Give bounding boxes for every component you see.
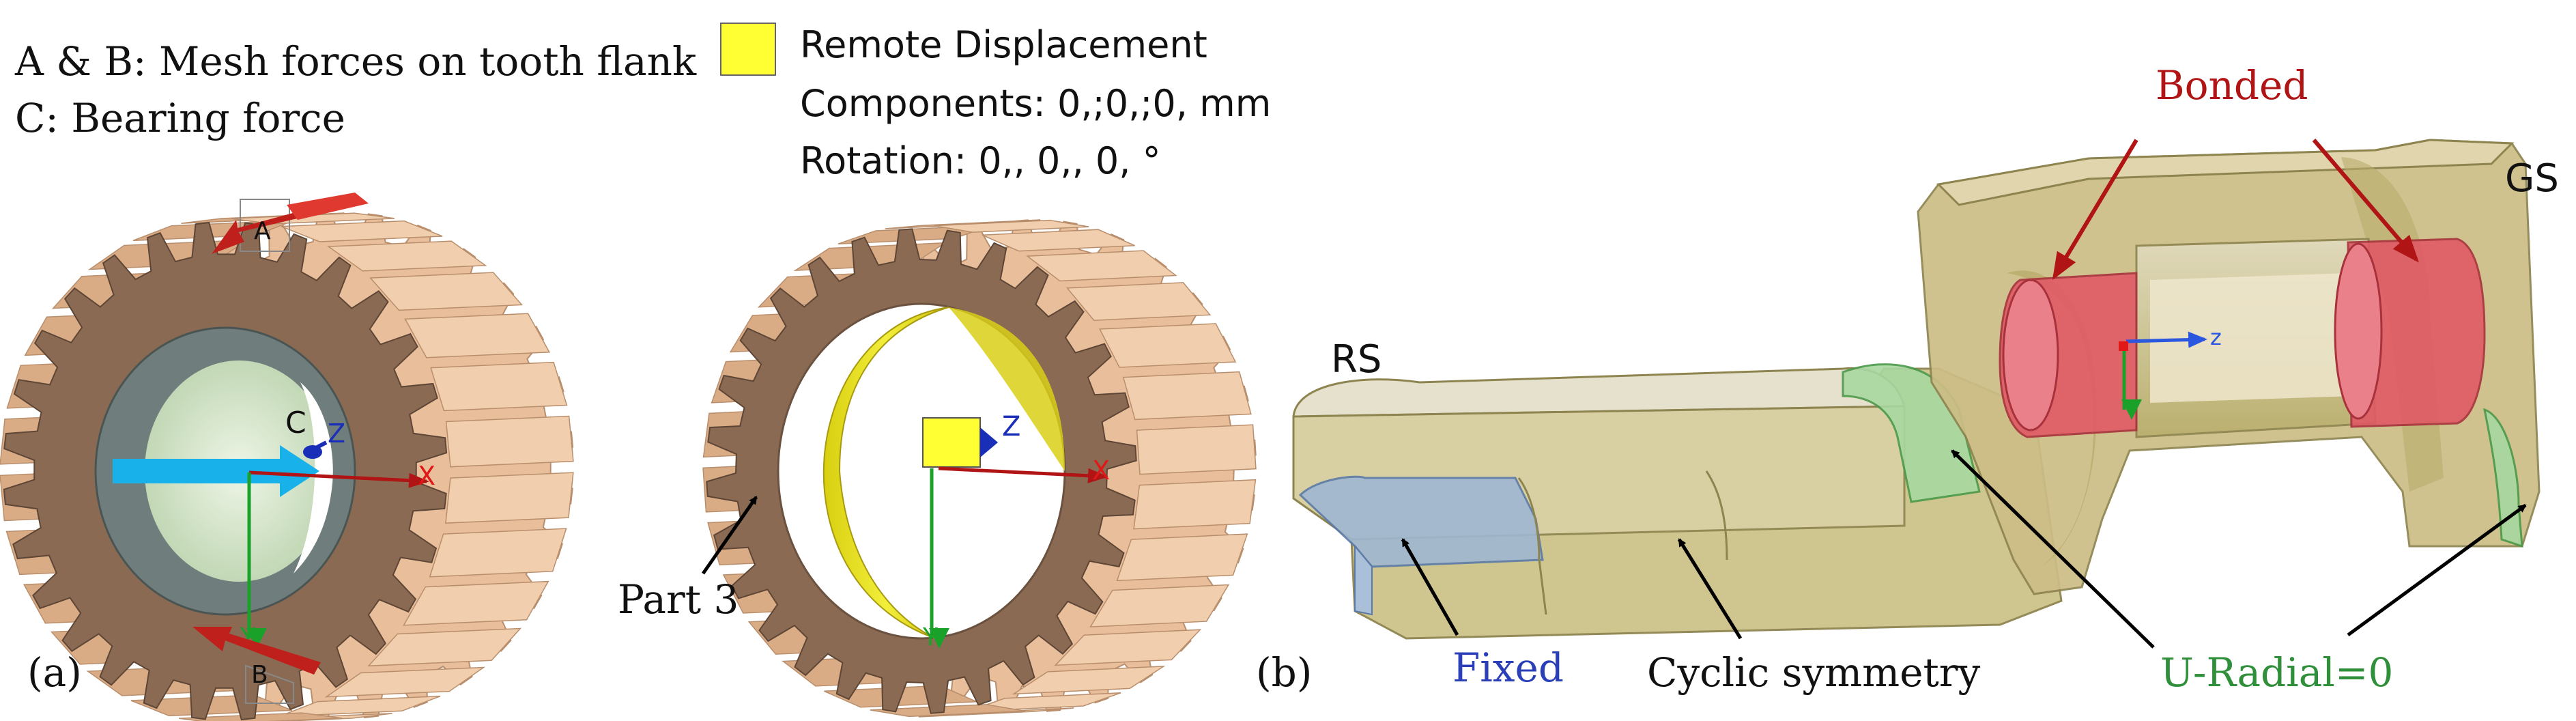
panel-label-a: (a) [27,649,82,696]
mesh-force-b-arrow [192,627,321,675]
gear-a-label-a: A [254,217,271,245]
part3-leader [701,496,758,575]
cyclic-face-right [1705,470,1728,561]
mesh-force-b-box [245,664,294,704]
fixed-face [1298,475,1544,568]
gear-b-yellow-surface [822,307,949,639]
assembly-axis-origin [2119,341,2128,351]
gear-b: Z X Y Part 3 [618,219,1257,718]
gear-tooth [934,219,1089,233]
gear-tooth [982,229,1135,252]
gs-housing-top [1936,139,2515,206]
gear-a-axis-x [248,470,429,488]
gear-tooth [327,240,487,272]
assembly-model: z RS GS Bonded Fixed Cyclic symmetry U-R… [1256,62,2559,696]
bonded-arrow-left [2052,139,2138,281]
gear-tooth [429,528,567,578]
remote-displacement-components: Components: 0,;0,;0, mm [800,82,1271,125]
gear-tooth [1116,533,1248,582]
mesh-force-a-shade [287,193,369,220]
uradial-face-right [2483,408,2523,548]
gear-a: X Y Z C A B (a) [0,193,574,721]
fixed-leader [1401,538,1459,636]
gear-a-axis-z-marker [303,445,322,459]
gear-b-axis-z-label: Z [1002,411,1020,442]
bonded-label: Bonded [2156,62,2308,109]
gear-b-yellow-back [949,307,1065,471]
gear-tooth [1099,323,1237,368]
gear-tooth [324,666,486,698]
remote-point-pointer [980,427,998,457]
gear-tooth [1065,282,1212,321]
gear-a-label-b: B [251,661,268,689]
gear-tooth [1054,629,1202,666]
gear-a-axis-x-label: X [418,461,435,491]
cyclic-face-left [1517,477,1547,615]
rs-label: RS [1331,337,1382,382]
bearing-force-arrow [113,445,319,497]
gear-b-axis-x [938,466,1108,483]
gear-tooth [178,712,343,721]
part3-label: Part 3 [618,576,739,623]
remote-displacement-swatch [720,23,776,76]
remote-point-marker [922,417,981,468]
gear-tooth [1089,584,1230,627]
fixed-label: Fixed [1452,645,1564,691]
gear-a-axis-z-label: Z [328,419,345,449]
gear-tooth [281,220,443,242]
gear-tooth [1136,424,1257,475]
gs-label: GS [2505,156,2559,201]
bonded-sleeve-left-end [2002,279,2059,432]
cyclic-label: Cyclic symmetry [1647,649,1981,696]
gear-a-label-c: C [285,406,306,440]
gear-tooth [430,361,568,412]
remote-displacement-title: Remote Displacement [800,23,1207,66]
gear-tooth [1122,371,1252,421]
gear-a-bore-highlight [294,382,333,574]
gear-tooth [278,695,441,718]
gear-b-axis-x-label: X [1092,455,1110,485]
gear-tooth [1133,479,1257,530]
gear-tooth [1012,665,1166,695]
gear-tooth [445,415,574,468]
bonded-arrow-right [2312,139,2419,263]
gear-tooth [403,580,549,626]
gs-inner-shaft-core [2150,273,2355,403]
fixed-end-cap [1354,544,1373,616]
legend-bearing-force: C: Bearing force [15,95,345,141]
gear-tooth [369,272,524,311]
bonded-sleeve-right [2347,238,2486,428]
gear-b-axis-y-label: Y [922,623,939,651]
gear-tooth [1026,250,1177,282]
gear-tooth [404,313,551,358]
gear-tooth [445,472,574,524]
gear-tooth [870,704,1025,718]
bonded-sleeve-right-end [2334,242,2383,420]
gear-tooth [367,627,522,667]
panel-label-b: (b) [1256,649,1312,696]
cyclic-leader [1677,538,1743,640]
remote-displacement-rotation: Rotation: 0,, 0,, 0, ° [800,139,1161,182]
uradial-leader-right [2347,503,2527,637]
assembly-axis-z [2126,331,2207,348]
legend-mesh-forces: A & B: Mesh forces on tooth flank [14,38,697,85]
mesh-force-a-box [240,199,290,252]
assembly-axis-z-label: z [2210,324,2222,350]
uradial-leader-left [1951,449,2155,649]
uradial-label: U-Radial=0 [2160,649,2393,696]
